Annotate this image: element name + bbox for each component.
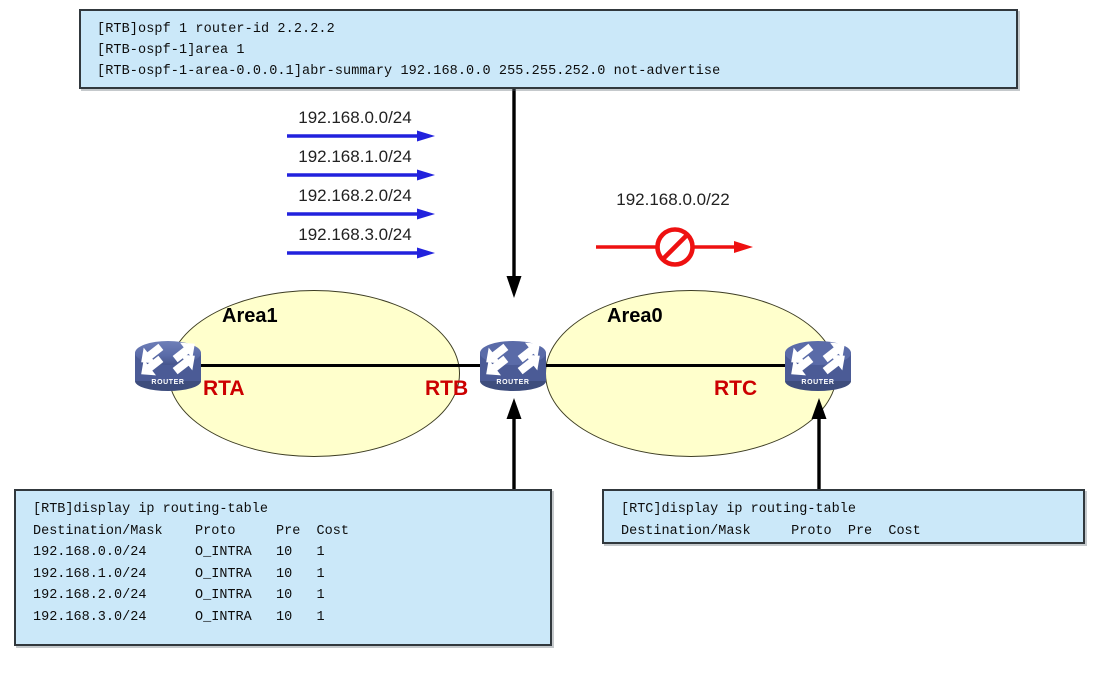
advertise-arrow-icon bbox=[285, 246, 437, 264]
advertised-route-1: 192.168.1.0/24 bbox=[285, 147, 437, 186]
router-label-rtc: RTC bbox=[714, 377, 758, 400]
router-icon-rtb[interactable]: ROUTER bbox=[478, 337, 548, 393]
router-label-rtb: RTB bbox=[425, 377, 469, 400]
advertised-route-2: 192.168.2.0/24 bbox=[285, 186, 437, 225]
advertised-route-label: 192.168.0.0/24 bbox=[298, 108, 412, 127]
link-rtb-rtc bbox=[540, 364, 830, 367]
router-label-rta: RTA bbox=[203, 377, 245, 400]
rtc-table-header: Destination/Mask Proto Pre Cost bbox=[621, 523, 921, 539]
rtb-table-command: [RTB]display ip routing-table bbox=[33, 502, 268, 517]
svg-text:ROUTER: ROUTER bbox=[801, 379, 834, 386]
advertise-arrow-icon bbox=[285, 129, 437, 147]
table-row: 192.168.3.0/24 O_INTRA 10 1 bbox=[33, 609, 325, 625]
table-row: 192.168.0.0/24 O_INTRA 10 1 bbox=[33, 545, 325, 560]
rtb-table-header: Destination/Mask Proto Pre Cost bbox=[33, 523, 349, 539]
link-rta-rtb bbox=[180, 364, 525, 367]
router-icon-rtc[interactable]: ROUTER bbox=[783, 337, 853, 393]
cli-line: [RTB]ospf 1 router-id 2.2.2.2 bbox=[97, 22, 335, 37]
rtb-ospf-config-box: [RTB]ospf 1 router-id 2.2.2.2 [RTB-ospf-… bbox=[79, 9, 1018, 89]
area0-label: Area0 bbox=[607, 305, 663, 327]
advertised-route-label: 192.168.1.0/24 bbox=[298, 147, 412, 166]
router-icon-rta[interactable]: ROUTER bbox=[133, 337, 203, 393]
rtc-routing-table-box: [RTC]display ip routing-table Destinatio… bbox=[602, 489, 1085, 544]
area1-ellipse bbox=[168, 290, 460, 457]
advertised-route-3: 192.168.3.0/24 bbox=[285, 225, 437, 264]
rtb-routing-table-box: [RTB]display ip routing-table Destinatio… bbox=[14, 489, 552, 646]
table-row: 192.168.2.0/24 O_INTRA 10 1 bbox=[33, 588, 325, 603]
advertised-route-0: 192.168.0.0/24 bbox=[285, 108, 437, 147]
connector-rtb-table-to-rtb bbox=[505, 398, 525, 498]
connector-rtc-table-to-rtc bbox=[810, 398, 830, 498]
blocked-route: 192.168.0.0/22 bbox=[588, 190, 758, 273]
advertise-arrow-icon bbox=[285, 168, 437, 186]
no-entry-icon bbox=[588, 222, 758, 273]
svg-text:ROUTER: ROUTER bbox=[151, 379, 184, 386]
svg-text:ROUTER: ROUTER bbox=[496, 379, 529, 386]
advertise-arrow-icon bbox=[285, 207, 437, 225]
blocked-route-label: 192.168.0.0/22 bbox=[616, 190, 730, 209]
cli-line: [RTB-ospf-1-area-0.0.0.1]abr-summary 192… bbox=[97, 64, 721, 79]
connector-config-to-rtb bbox=[505, 88, 525, 305]
advertised-route-label: 192.168.3.0/24 bbox=[298, 225, 412, 244]
table-row: 192.168.1.0/24 O_INTRA 10 1 bbox=[33, 566, 325, 582]
rtc-table-command: [RTC]display ip routing-table bbox=[621, 502, 856, 517]
advertised-route-label: 192.168.2.0/24 bbox=[298, 186, 412, 205]
cli-line: [RTB-ospf-1]area 1 bbox=[97, 43, 245, 58]
area1-label: Area1 bbox=[222, 305, 278, 327]
